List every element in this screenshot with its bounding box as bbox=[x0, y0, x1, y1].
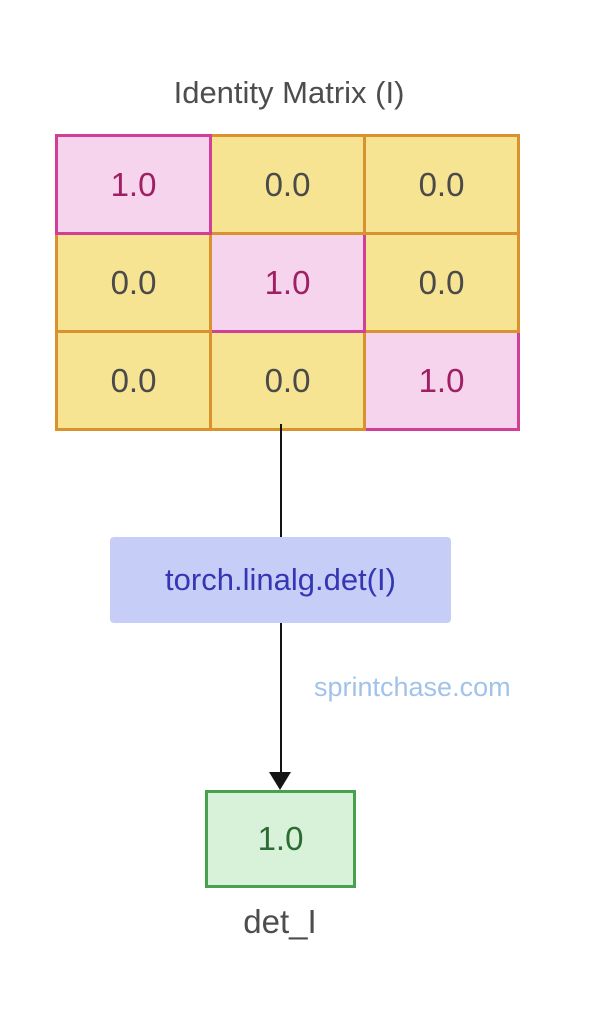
result-value: 1.0 bbox=[257, 820, 304, 857]
result-variable-label: det_I bbox=[243, 903, 317, 940]
arrowhead-down-icon bbox=[269, 772, 291, 790]
matrix-cell-0-1: 0.0 bbox=[209, 134, 366, 235]
matrix-cell-1-1: 1.0 bbox=[209, 232, 366, 333]
connector-operation-to-result bbox=[280, 623, 282, 775]
matrix-cell-2-0: 0.0 bbox=[55, 330, 212, 431]
operation-label: torch.linalg.det(I) bbox=[165, 562, 396, 597]
matrix-cell-2-2: 1.0 bbox=[363, 330, 520, 431]
watermark-text: sprintchase.com bbox=[314, 672, 511, 702]
matrix-cell-2-1: 0.0 bbox=[209, 330, 366, 431]
matrix-row-3: 0.0 0.0 1.0 bbox=[55, 330, 520, 431]
matrix-cell-1-2: 0.0 bbox=[363, 232, 520, 333]
matrix-cell-0-2: 0.0 bbox=[363, 134, 520, 235]
matrix-row-1: 1.0 0.0 0.0 bbox=[55, 134, 520, 235]
matrix-body: 1.0 0.0 0.0 0.0 1.0 0.0 0.0 0.0 1.0 bbox=[55, 134, 520, 431]
connector-matrix-to-operation bbox=[280, 424, 282, 537]
matrix-title: Identity Matrix (I) bbox=[173, 75, 405, 110]
matrix-cell-0-0: 1.0 bbox=[55, 134, 212, 235]
result-node: 1.0 bbox=[205, 790, 356, 888]
matrix-cell-1-0: 0.0 bbox=[55, 232, 212, 333]
matrix-row-2: 0.0 1.0 0.0 bbox=[55, 232, 520, 333]
identity-matrix-table: 1.0 0.0 0.0 0.0 1.0 0.0 0.0 0.0 1.0 bbox=[55, 134, 520, 431]
operation-node: torch.linalg.det(I) bbox=[110, 537, 451, 623]
